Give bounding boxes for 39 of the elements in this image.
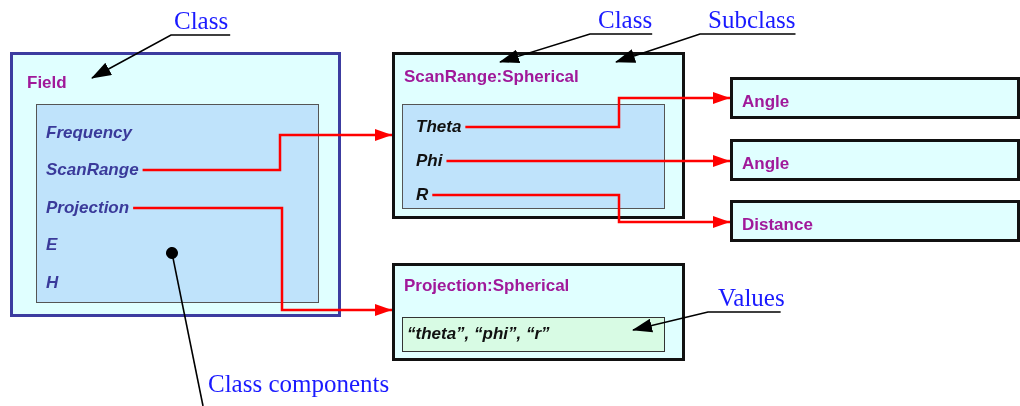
arrow [465,92,730,129]
component-name: ScanRange [46,160,143,180]
arrow [142,129,392,172]
component-name: Frequency [46,123,136,143]
leader-line [166,247,204,406]
type-box [730,77,1020,119]
class-name: Angle [742,92,790,112]
class-box [392,263,685,361]
leader-line [615,33,797,63]
class-name: Angle [742,154,790,174]
component-name: R [416,185,433,205]
leader-line [632,311,782,333]
class-name: Field [27,73,67,93]
component-name: Phi [416,151,447,171]
values-box [402,317,665,352]
callout-label: Class [174,7,229,35]
class-name: Projection:Spherical [404,276,570,296]
callout-label: Class components [208,370,390,398]
arrow [446,155,730,167]
component-name: Theta [416,117,466,137]
leader-line [91,34,231,79]
arrow [133,206,392,316]
arrow [432,193,730,228]
component-name: Projection [46,198,134,218]
callout-label: Values [718,284,785,312]
components-panel [36,104,319,303]
component-name: H [46,273,63,293]
callout-label: Subclass [708,6,796,34]
callout-label: Class [598,6,653,34]
type-box [730,139,1020,181]
component-name: E [46,235,62,255]
class-name: ScanRange:Spherical [404,67,579,87]
class-name: Distance [742,215,813,235]
leader-line [499,33,653,64]
type-box [730,200,1020,242]
value-list: “theta”, “phi”, “r” [407,324,550,344]
class-box [10,52,341,317]
components-panel [402,104,665,209]
class-box [392,52,685,219]
